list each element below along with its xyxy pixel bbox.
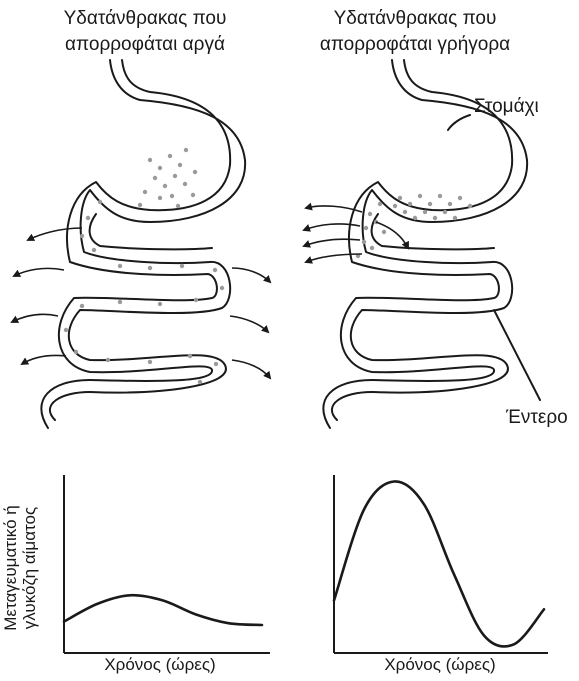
- slow-arrow-5: [232, 268, 270, 282]
- fast-chart-axes: [334, 475, 548, 653]
- slow-stomach-outer: [69, 60, 245, 393]
- y-axis-label: Μεταγευματικό ή γλυκόζη αίματος: [0, 483, 40, 653]
- slow-arrow-4: [22, 355, 66, 364]
- fast-intestine-end: [323, 380, 372, 428]
- fast-x-axis-label: Χρόνος (ώρες): [340, 655, 540, 675]
- slow-particles: [64, 148, 224, 384]
- intestine-leader-line: [494, 310, 540, 400]
- fast-arrow-4: [306, 254, 362, 262]
- slow-stomach-inner: [59, 60, 230, 381]
- slow-arrow-1: [28, 228, 82, 240]
- slow-arrow-7: [232, 360, 270, 378]
- fast-arrow-2: [304, 224, 360, 230]
- intestine-label: Έντερο: [506, 407, 568, 429]
- y-axis-label-line1: Μεταγευματικό ή: [1, 478, 20, 658]
- fast-intestine-loop-inner: [372, 214, 494, 249]
- slow-arrow-6: [230, 316, 268, 332]
- fast-glucose-curve: [334, 481, 544, 646]
- slow-intestine-loop-inner: [90, 214, 212, 249]
- slow-arrow-3: [12, 314, 58, 322]
- slow-intestine-end: [41, 380, 90, 428]
- slow-arrow-2: [14, 268, 64, 276]
- slow-x-axis-label: Χρόνος (ώρες): [60, 655, 260, 675]
- fast-absorption-arrows: [304, 206, 408, 262]
- fast-arrow-3: [304, 239, 360, 246]
- fast-arrow-5: [376, 222, 408, 248]
- stomach-leader-line: [448, 115, 470, 130]
- stomach-label: Στομάχι: [474, 96, 539, 118]
- slow-absorption-arrows: [12, 228, 270, 378]
- slow-chart-axes: [64, 475, 270, 653]
- slow-digestive-tract: [41, 60, 245, 428]
- slow-glucose-curve: [64, 595, 262, 625]
- y-axis-label-line2: γλυκόζη αίματος: [20, 478, 39, 658]
